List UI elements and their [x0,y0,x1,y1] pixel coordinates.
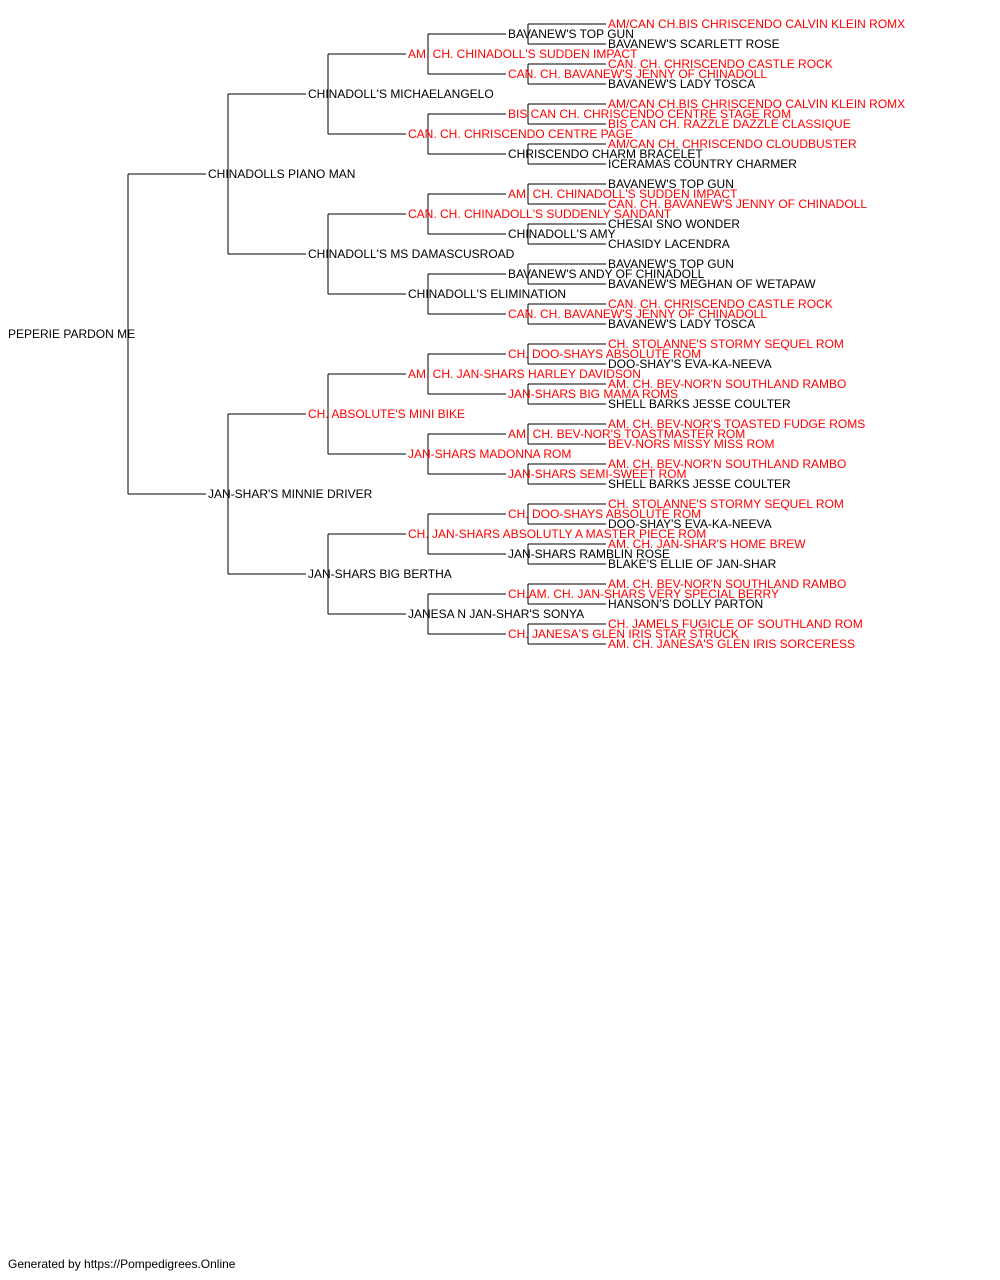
ancestor-name: CH.AM. CH. JAN-SHARS VERY SPECIAL BERRY [508,587,779,601]
ancestor-name: JANESA N JAN-SHAR'S SONYA [408,607,584,621]
ancestor-name: CHINADOLLS PIANO MAN [208,167,355,181]
ancestor-name: AM. CH. BEV-NOR'S TOASTED FUDGE ROMS [608,417,865,431]
ancestor-name: CHRISCENDO CHARM BRACELET [508,147,703,161]
ancestor-name: BAVANEW'S LADY TOSCA [608,77,755,91]
ancestor-name: JAN-SHARS RAMBLIN ROSE [508,547,670,561]
ancestor-name: CH. ABSOLUTE'S MINI BIKE [308,407,465,421]
ancestor-name: BEV-NORS MISSY MISS ROM [608,437,774,451]
ancestor-name: AM/CAN CH.BIS CHRISCENDO CALVIN KLEIN RO… [608,97,905,111]
ancestor-name: JAN-SHARS MADONNA ROM [408,447,571,461]
ancestor-name: AM. CH. JANESA'S GLEN IRIS SORCERESS [608,637,855,651]
ancestor-name: CH. JAN-SHARS ABSOLUTLY A MASTER PIECE R… [408,527,706,541]
ancestor-name: AM. CH. BEV-NOR'N SOUTHLAND RAMBO [608,377,846,391]
subject-dog-name: PEPERIE PARDON ME [8,327,135,341]
ancestor-name: AM. CH. JAN-SHARS HARLEY DAVIDSON [408,367,641,381]
ancestor-name: JAN-SHAR'S MINNIE DRIVER [208,487,373,501]
ancestor-name: SHELL BARKS JESSE COULTER [608,397,791,411]
ancestor-name: CH. JAMELS FUGICLE OF SOUTHLAND ROM [608,617,863,631]
ancestor-name: DOO-SHAY'S EVA-KA-NEEVA [608,517,772,531]
ancestor-name: CH. STOLANNE'S STORMY SEQUEL ROM [608,337,844,351]
ancestor-name: CAN. CH. BAVANEW'S JENNY OF CHINADOLL [608,197,867,211]
ancestor-name: BAVANEW'S TOP GUN [608,257,734,271]
ancestor-name: BLAKE'S ELLIE OF JAN-SHAR [608,557,777,571]
ancestor-name: CAN. CH. CHRISCENDO CASTLE ROCK [608,297,833,311]
ancestor-name: CHINADOLL'S AMY [508,227,616,241]
ancestor-name: AM. CH. BEV-NOR'N SOUTHLAND RAMBO [608,457,846,471]
ancestor-name: BAVANEW'S ANDY OF CHINADOLL [508,267,705,281]
ancestor-name: JAN-SHARS SEMI-SWEET ROM [508,467,686,481]
ancestor-name: DOO-SHAY'S EVA-KA-NEEVA [608,357,772,371]
ancestor-name: ICERAMAS COUNTRY CHARMER [608,157,797,171]
ancestor-name: AM/CAN CH. CHRISCENDO CLOUDBUSTER [608,137,857,151]
ancestor-name: AM. CH. CHINADOLL'S SUDDEN IMPACT [508,187,738,201]
ancestor-name: BIS CAN CH. RAZZLE DAZZLE CLASSIQUE [608,117,851,131]
ancestor-name: SHELL BARKS JESSE COULTER [608,477,791,491]
ancestor-name: JAN-SHARS BIG BERTHA [308,567,452,581]
ancestor-name: HANSON'S DOLLY PARTON [608,597,763,611]
ancestor-name: CH. DOO-SHAYS ABSOLUTE ROM [508,347,701,361]
ancestor-name: AM. CH. JAN-SHAR'S HOME BREW [608,537,806,551]
ancestor-name: CAN. CH. CHRISCENDO CENTRE PAGE [408,127,633,141]
ancestor-name: CHINADOLL'S MS DAMASCUSROAD [308,247,515,261]
generated-by-footer: Generated by https://Pompedigrees.Online [8,1257,236,1271]
ancestor-name: BAVANEW'S LADY TOSCA [608,317,755,331]
ancestor-name: AM. CH. BEV-NOR'S TOASTMASTER ROM [508,427,745,441]
ancestor-name: CAN. CH. BAVANEW'S JENNY OF CHINADOLL [508,67,767,81]
ancestor-name: CH. STOLANNE'S STORMY SEQUEL ROM [608,497,844,511]
ancestor-name: CAN. CH. CHRISCENDO CASTLE ROCK [608,57,833,71]
ancestor-name: AM. CH. CHINADOLL'S SUDDEN IMPACT [408,47,638,61]
ancestor-name: AM. CH. BEV-NOR'N SOUTHLAND RAMBO [608,577,846,591]
ancestor-name: AM/CAN CH.BIS CHRISCENDO CALVIN KLEIN RO… [608,17,905,31]
ancestor-name: BAVANEW'S SCARLETT ROSE [608,37,780,51]
ancestor-name: CH. JANESA'S GLEN IRIS STAR STRUCK [508,627,739,641]
ancestor-name: BIS CAN CH. CHRISCENDO CENTRE STAGE ROM [508,107,791,121]
ancestor-name: CHESAI SNO WONDER [608,217,740,231]
ancestor-name: BAVANEW'S MEGHAN OF WETAPAW [608,277,816,291]
ancestor-name: BAVANEW'S TOP GUN [608,177,734,191]
ancestor-name: CAN. CH. BAVANEW'S JENNY OF CHINADOLL [508,307,767,321]
ancestor-name: JAN-SHARS BIG MAMA ROMS [508,387,678,401]
ancestor-name: CHINADOLL'S ELIMINATION [408,287,566,301]
ancestor-name: CH. DOO-SHAYS ABSOLUTE ROM [508,507,701,521]
ancestor-name: BAVANEW'S TOP GUN [508,27,634,41]
ancestor-name: CHINADOLL'S MICHAELANGELO [308,87,494,101]
ancestor-name: CHASIDY LACENDRA [608,237,730,251]
ancestor-name: CAN. CH. CHINADOLL'S SUDDENLY SANDANT [408,207,672,221]
